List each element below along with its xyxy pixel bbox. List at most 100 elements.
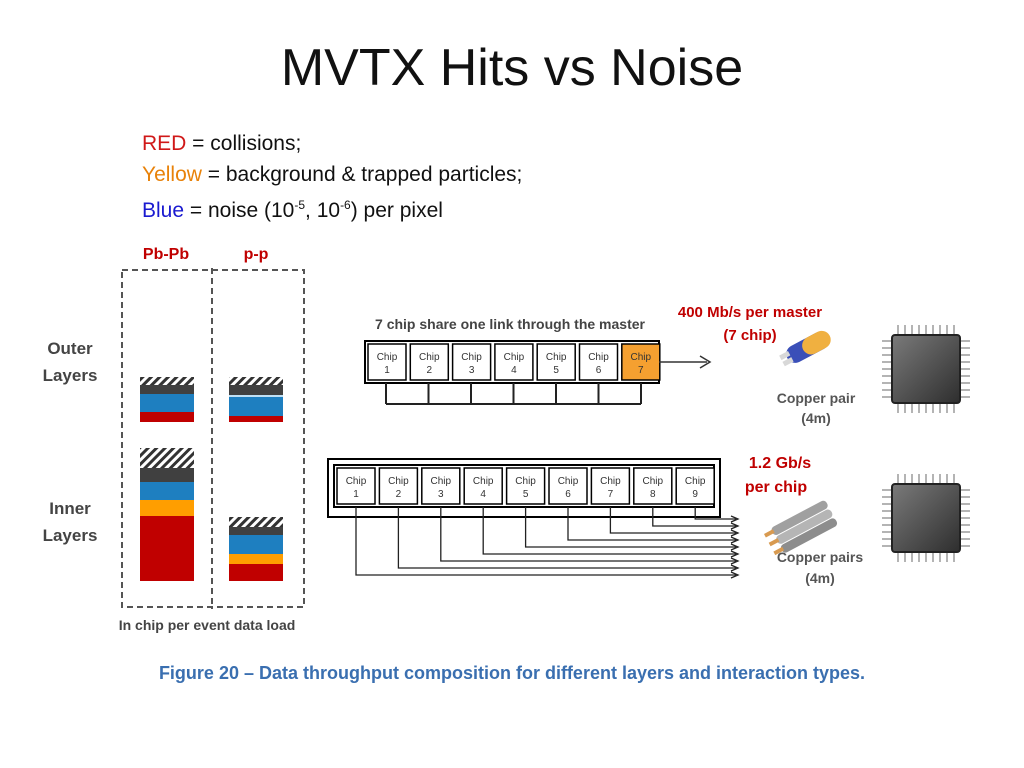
per-chip-chip-1: Chip 1	[336, 467, 376, 505]
per-chip-link-arrowhead	[730, 557, 740, 565]
per-chip-link-line	[609, 507, 736, 534]
legend-blue-line: Blue = noise (10-5, 10-6) per pixel	[142, 190, 522, 226]
master-link-heading: 7 chip share one link through the master	[375, 316, 645, 332]
copper-pairs-length: (4m)	[805, 570, 835, 586]
pp-inner-background	[229, 554, 283, 564]
pbpb-outer-dark	[140, 385, 194, 394]
per-chip-rate-sublabel: per chip	[745, 479, 807, 496]
legend-yellow-line: Yellow = background & trapped particles;	[142, 159, 522, 190]
per-chip-link-arrowhead	[730, 543, 740, 551]
master-chip-number: 1	[384, 365, 390, 376]
master-chip-name: Chip	[588, 352, 609, 363]
color-legend: RED = collisions; Yellow = background & …	[142, 128, 522, 226]
legend-blue-exp1: -5	[294, 198, 306, 212]
pbpb-inner-stack	[140, 448, 194, 581]
copper-pair-length: (4m)	[801, 410, 831, 426]
legend-yellow-word: Yellow	[142, 163, 202, 186]
per-chip-link-arrowhead	[730, 564, 740, 572]
pbpb-outer-collisions	[140, 412, 194, 422]
legend-yellow-text: = background & trapped particles;	[201, 163, 523, 186]
master-chip-number: 7	[638, 365, 644, 376]
master-chip-name: Chip	[631, 352, 652, 363]
pp-outer-collisions	[229, 416, 283, 422]
pbpb-inner-background	[140, 500, 194, 516]
master-rate-sublabel: (7 chip)	[723, 327, 776, 344]
legend-red-text: = collisions;	[186, 132, 302, 155]
per-chip-cells: Chip1Chip2Chip3Chip4Chip5Chip6Chip7Chip8…	[336, 467, 715, 505]
per-chip-link-line	[355, 507, 736, 576]
master-chip-name: Chip	[504, 352, 525, 363]
per-chip-chip-name: Chip	[473, 476, 494, 487]
master-chip-box	[451, 343, 492, 381]
master-chip-6: Chip 6	[578, 343, 619, 381]
figure-caption: Figure 20 – Data throughput composition …	[158, 663, 866, 683]
per-chip-chip-4: Chip 4	[463, 467, 503, 505]
data-load-panel: Pb-Pb p-p Outer Layers Inner Layers	[43, 246, 305, 633]
master-chip-box	[578, 343, 619, 381]
per-chip-chip-box	[633, 467, 673, 505]
per-chip-chip-number: 4	[480, 489, 486, 500]
per-chip-chip-name: Chip	[643, 476, 664, 487]
per-chip-chip-6: Chip 6	[548, 467, 588, 505]
legend-blue-text-b: , 10	[305, 199, 341, 222]
per-chip-chip-box	[463, 467, 503, 505]
pbpb-inner-noise	[140, 482, 194, 500]
master-bus-drops	[427, 383, 600, 404]
pp-inner-noise	[229, 535, 283, 554]
per-chip-link-line	[482, 507, 736, 555]
copper-pairs-label: Copper pairs	[777, 549, 864, 565]
per-chip-chip-number: 6	[565, 489, 571, 500]
per-chip-chip-7: Chip 7	[590, 467, 631, 505]
per-chip-chip-name: Chip	[600, 476, 621, 487]
legend-red-word: RED	[142, 132, 187, 155]
master-link-arrowhead	[699, 355, 712, 369]
per-chip-chip-box	[421, 467, 461, 505]
per-chip-chip-number: 8	[650, 489, 656, 500]
per-chip-link-line	[652, 507, 736, 527]
per-chip-link-line	[694, 507, 736, 520]
pp-outer-noise	[229, 397, 283, 416]
master-chip-1: Chip 1	[367, 343, 407, 381]
per-chip-link-line	[524, 507, 736, 548]
per-chip-link-arrowhead	[730, 536, 740, 544]
master-chip-4: Chip 4	[494, 343, 534, 381]
per-chip-chip-number: 1	[353, 489, 359, 500]
per-chip-chip-name: Chip	[558, 476, 579, 487]
per-chip-chip-name: Chip	[388, 476, 409, 487]
pp-outer-dark	[229, 385, 283, 395]
data-load-caption: In chip per event data load	[119, 617, 296, 633]
copper-pair-label: Copper pair	[777, 390, 856, 406]
master-chip-number: 4	[511, 365, 517, 376]
pp-column-label: p-p	[244, 246, 269, 263]
per-chip-chip-2: Chip 2	[378, 467, 419, 505]
master-chip-box	[494, 343, 534, 381]
legend-red-line: RED = collisions;	[142, 128, 522, 159]
legend-blue-text-a: = noise (10	[184, 199, 295, 222]
per-chip-chip-number: 2	[396, 489, 402, 500]
per-chip-chip-box	[548, 467, 588, 505]
per-chip-chip-box	[378, 467, 419, 505]
per-chip-chip-box	[505, 467, 546, 505]
master-rate-label: 400 Mb/s per master	[678, 304, 822, 321]
per-chip-chip-name: Chip	[346, 476, 367, 487]
master-chip-name: Chip	[377, 352, 398, 363]
master-chip-number: 6	[596, 365, 602, 376]
pbpb-outer-stack	[140, 377, 194, 422]
master-chip-box	[536, 343, 576, 381]
pbpb-outer-noise	[140, 394, 194, 412]
legend-blue-text-c: ) per pixel	[350, 199, 443, 222]
pp-outer-hatch	[229, 377, 283, 385]
per-chip-rate-label: 1.2 Gb/s	[749, 455, 811, 472]
processor-icon-bottom	[882, 474, 970, 562]
per-chip-chip-number: 7	[608, 489, 614, 500]
per-chip-link-arrowhead	[730, 550, 740, 558]
per-chip-chip-box	[590, 467, 631, 505]
legend-blue-word: Blue	[142, 199, 185, 222]
per-chip-link-line	[397, 507, 736, 569]
